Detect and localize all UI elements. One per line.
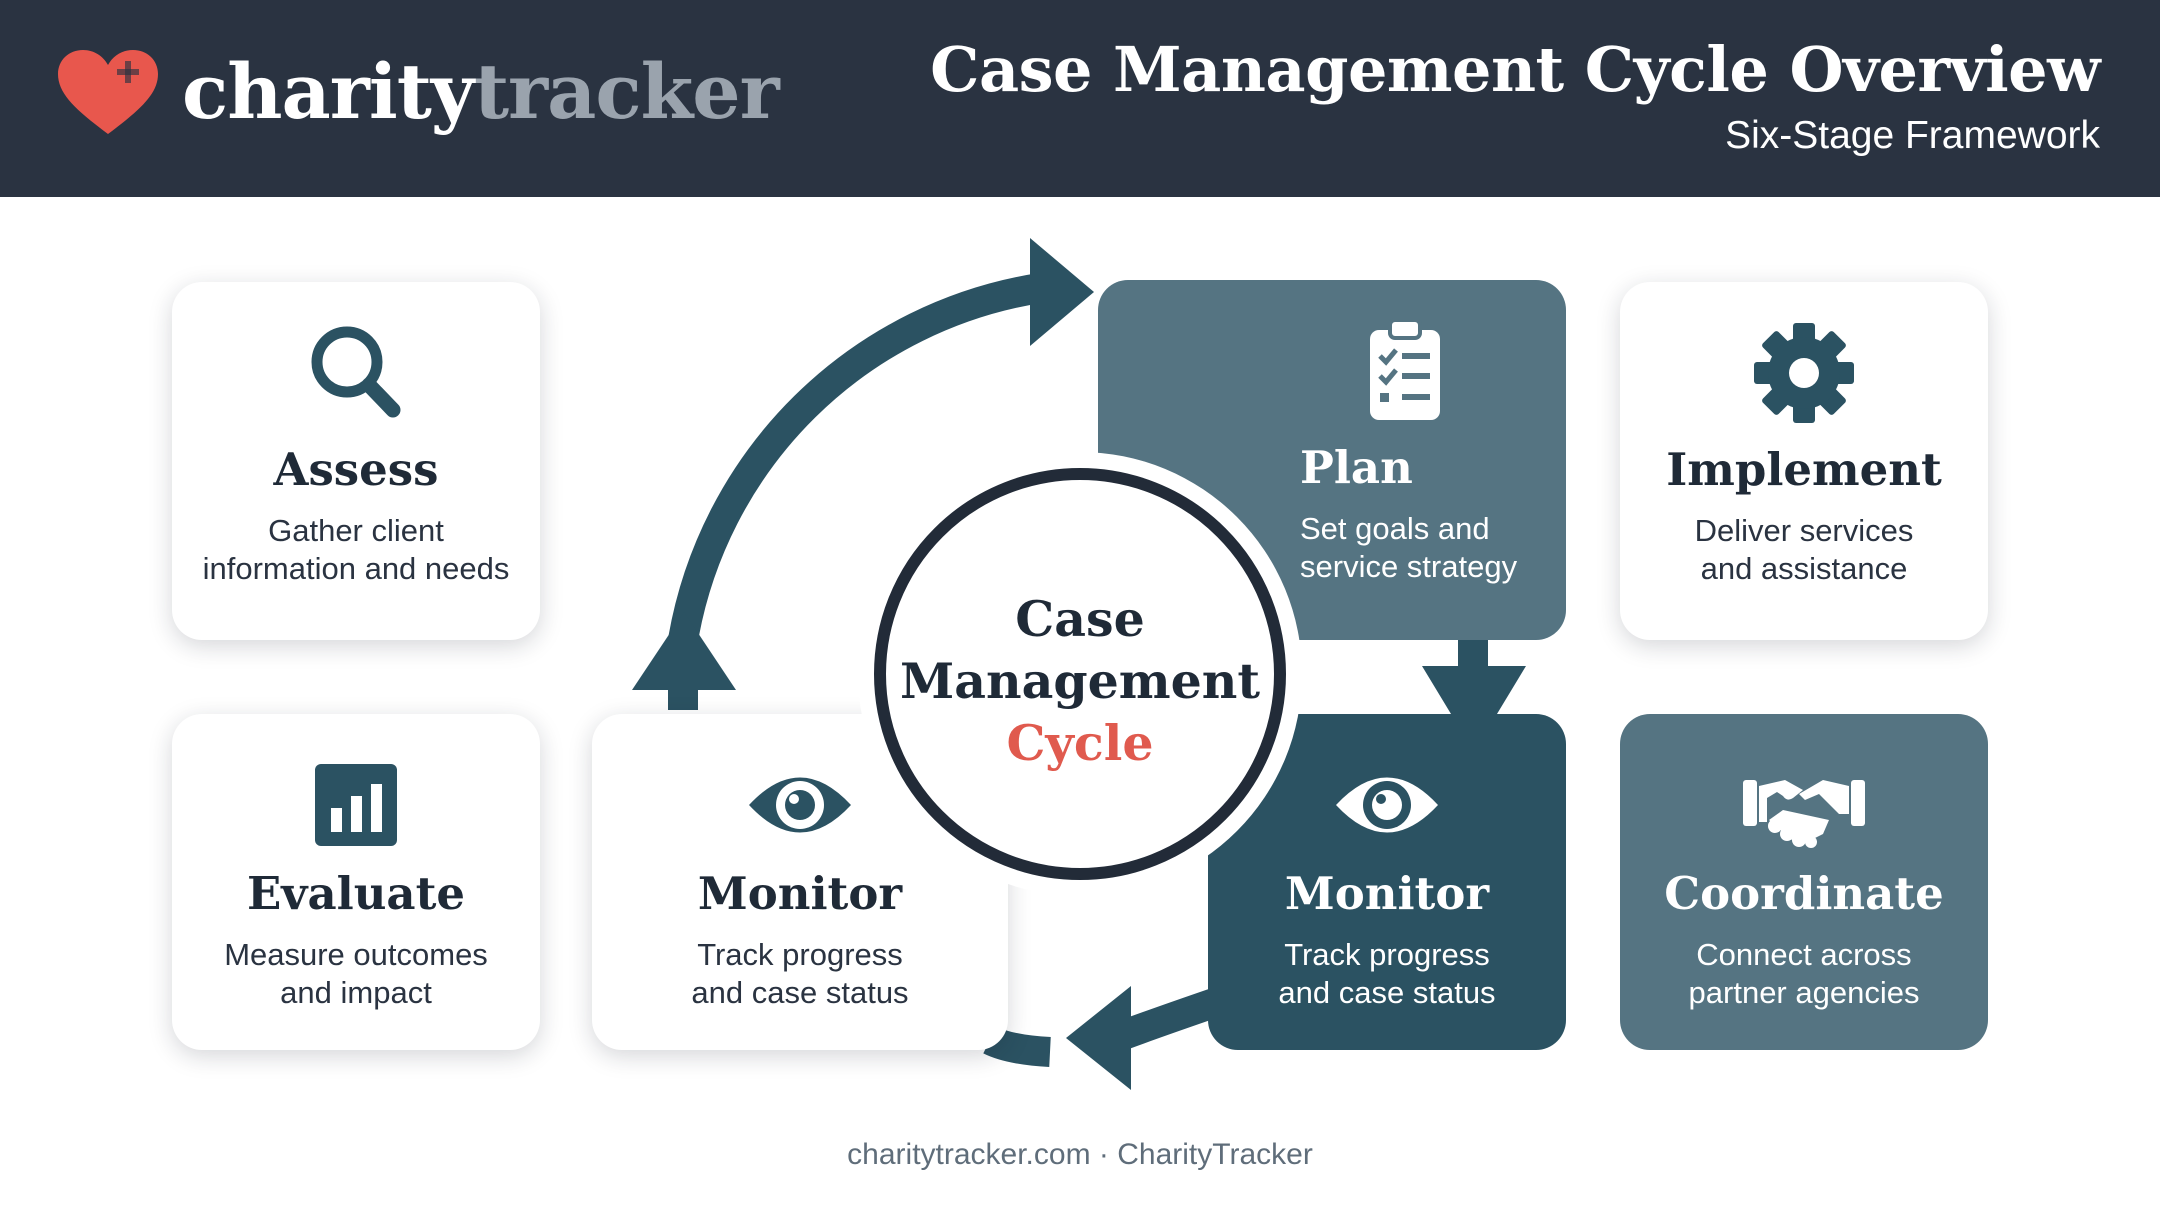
clipboard-checklist-icon — [1370, 318, 1440, 420]
stage-description-line-1: Track progress — [1284, 937, 1490, 972]
stage-description-line-2: and assistance — [1700, 551, 1908, 586]
arrow-head-bottom-left — [1066, 986, 1131, 1090]
stage-description: Deliver services and assistance — [1630, 512, 1978, 588]
handshake-icon — [1743, 780, 1865, 848]
stage-description-line-2: partner agencies — [1688, 975, 1920, 1010]
stage-description-line-2: and impact — [280, 975, 432, 1010]
stage-description-line-1: Deliver services — [1694, 513, 1914, 548]
stage-name: Monitor — [1284, 867, 1490, 920]
arrow-head-left-up — [632, 612, 736, 690]
stage-card-monitor-active[interactable]: Monitor Track progress and case status — [1208, 714, 1566, 1050]
stage-card-assess[interactable]: Assess Gather client information and nee… — [172, 282, 540, 640]
stage-card-coordinate[interactable]: Coordinate Connect across partner agenci… — [1620, 714, 1988, 1050]
page-title: Case Management Cycle Overview — [930, 33, 2100, 106]
stage-name: Monitor — [697, 867, 903, 920]
stage-description: Connect across partner agencies — [1630, 936, 1978, 1012]
arrow-head-down — [1422, 666, 1526, 752]
stage-description: Measure outcomes and impact — [182, 936, 530, 1012]
stage-description-line-1: Track progress — [697, 937, 903, 972]
header-bar: charitytracker Case Management Cycle Ove… — [0, 0, 2160, 197]
hub-label-line-2: Management — [899, 652, 1261, 710]
hub-label-line-1: Case — [1015, 590, 1145, 648]
eye-icon — [749, 777, 851, 833]
bar-chart-icon — [315, 764, 397, 846]
arrow-head-top — [1030, 238, 1094, 346]
eye-icon — [1336, 777, 1438, 833]
stage-description-line-2: information and needs — [202, 551, 510, 586]
stage-name: Evaluate — [247, 867, 465, 920]
stage-name: Plan — [1300, 441, 1413, 494]
cycle-hub: Case Management Cycle — [874, 468, 1286, 880]
stage-description-line-2: and case status — [1278, 975, 1496, 1010]
page-subtitle: Six-Stage Framework — [1725, 114, 2100, 157]
stage-description-line-2: and case status — [691, 975, 909, 1010]
stage-description: Set goals and service strategy — [1300, 510, 1556, 586]
stage-description-line-1: Measure outcomes — [224, 937, 488, 972]
heart-plus-icon — [58, 50, 158, 134]
stage-name: Assess — [273, 443, 439, 496]
stage-card-implement[interactable]: Implement Deliver services and assistanc… — [1620, 282, 1988, 640]
brand-logo-text[interactable]: charitytracker — [182, 42, 780, 142]
stage-description-line-1: Connect across — [1696, 937, 1912, 972]
footer-credit[interactable]: charitytracker.com · CharityTracker — [847, 1138, 1313, 1171]
stage-description: Track progress and case status — [1218, 936, 1556, 1012]
stage-description: Track progress and case status — [602, 936, 998, 1012]
stage-description-line-2: service strategy — [1300, 549, 1518, 584]
hub-label-line-3: Cycle — [1006, 714, 1154, 772]
brand-part-2: tracker — [473, 47, 780, 136]
hub-label: Case Management Cycle — [886, 588, 1274, 774]
stage-description-line-1: Gather client — [268, 513, 444, 548]
stage-description-line-1: Set goals and — [1300, 511, 1490, 546]
stage-name: Implement — [1666, 443, 1942, 496]
stage-card-evaluate[interactable]: Evaluate Measure outcomes and impact — [172, 714, 540, 1050]
stage-description: Gather client information and needs — [182, 512, 530, 588]
gear-icon — [1754, 323, 1854, 423]
stage-card-monitor[interactable]: Monitor Track progress and case status — [592, 714, 1008, 1050]
search-icon — [311, 326, 401, 418]
stage-name: Coordinate — [1664, 867, 1944, 920]
brand-part-1: charity — [182, 47, 475, 136]
